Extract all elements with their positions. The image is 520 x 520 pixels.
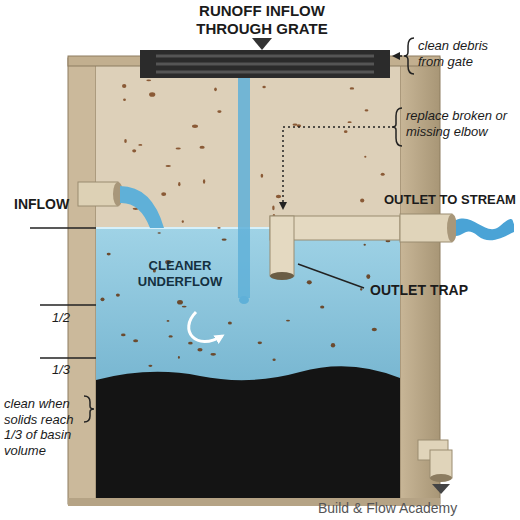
debris-fleck: [214, 87, 217, 91]
debris-fleck: [182, 220, 184, 223]
debris-fleck: [146, 79, 151, 81]
part-label: INFLOW: [14, 196, 69, 213]
debris-fleck: [262, 86, 265, 89]
debris-fleck: [169, 335, 173, 337]
maintenance-note: clean debris from gate: [418, 38, 516, 69]
debris-fleck: [116, 294, 120, 297]
debris-fleck: [133, 339, 138, 342]
debris-fleck: [167, 320, 170, 322]
debris-fleck: [307, 280, 312, 284]
debris-fleck: [261, 174, 264, 178]
debris-fleck: [320, 305, 324, 308]
level-mark: 1/2: [52, 310, 70, 326]
debris-fleck: [228, 322, 232, 325]
debris-fleck: [138, 144, 142, 146]
debris-fleck: [222, 238, 227, 240]
debris-fleck: [178, 182, 180, 186]
title-callout: RUNOFF INFLOW THROUGH GRATE: [182, 2, 342, 38]
debris-fleck: [381, 173, 385, 176]
debris-fleck: [217, 110, 221, 113]
debris-fleck: [149, 92, 155, 97]
maintenance-note: replace broken or missing elbow: [406, 108, 516, 139]
debris-fleck: [177, 300, 183, 305]
debris-fleck: [122, 84, 126, 88]
debris-fleck: [210, 353, 216, 356]
debris-fleck: [366, 274, 370, 279]
debris-fleck: [360, 199, 364, 203]
debris-fleck: [350, 87, 354, 89]
debris-fleck: [331, 343, 335, 348]
debris-fleck: [158, 232, 161, 234]
debris-fleck: [360, 288, 362, 291]
debris-fleck: [197, 348, 202, 352]
debris-fleck: [107, 253, 111, 256]
debris-fleck: [188, 342, 193, 345]
debris-fleck: [286, 320, 290, 322]
debris-fleck: [200, 146, 205, 149]
debris-fleck: [178, 356, 180, 359]
level-mark: 1/3: [52, 362, 70, 378]
part-label: OUTLET TO STREAM: [384, 192, 516, 208]
debris-fleck: [276, 195, 281, 199]
debris-fleck: [132, 149, 136, 152]
debris-fleck: [364, 244, 366, 246]
debris-fleck: [123, 99, 126, 102]
debris-fleck: [203, 179, 205, 183]
debris-fleck: [273, 359, 276, 362]
debris-fleck: [192, 125, 198, 128]
debris-fleck: [217, 227, 220, 229]
debris-fleck: [166, 165, 171, 167]
debris-fleck: [161, 192, 166, 196]
part-label: OUTLET TRAP: [370, 282, 468, 299]
debris-fleck: [365, 109, 369, 111]
debris-fleck: [182, 306, 187, 308]
maintenance-note: clean when solids reach 1/3 of basin vol…: [4, 396, 82, 458]
debris-fleck: [258, 341, 262, 344]
debris-fleck: [364, 156, 366, 158]
debris-fleck: [372, 328, 377, 332]
debris-fleck: [348, 121, 352, 123]
debris-fleck: [293, 124, 298, 126]
debris-fleck: [101, 297, 105, 301]
debris-fleck: [148, 365, 152, 367]
debris-fleck: [344, 130, 348, 133]
debris-fleck: [176, 148, 181, 150]
flow-label: CLEANER UNDERFLOW: [130, 258, 230, 289]
watermark: Build & Flow Academy: [318, 500, 457, 517]
debris-fleck: [272, 206, 274, 211]
debris-fleck: [124, 139, 127, 143]
debris-fleck: [121, 334, 126, 337]
